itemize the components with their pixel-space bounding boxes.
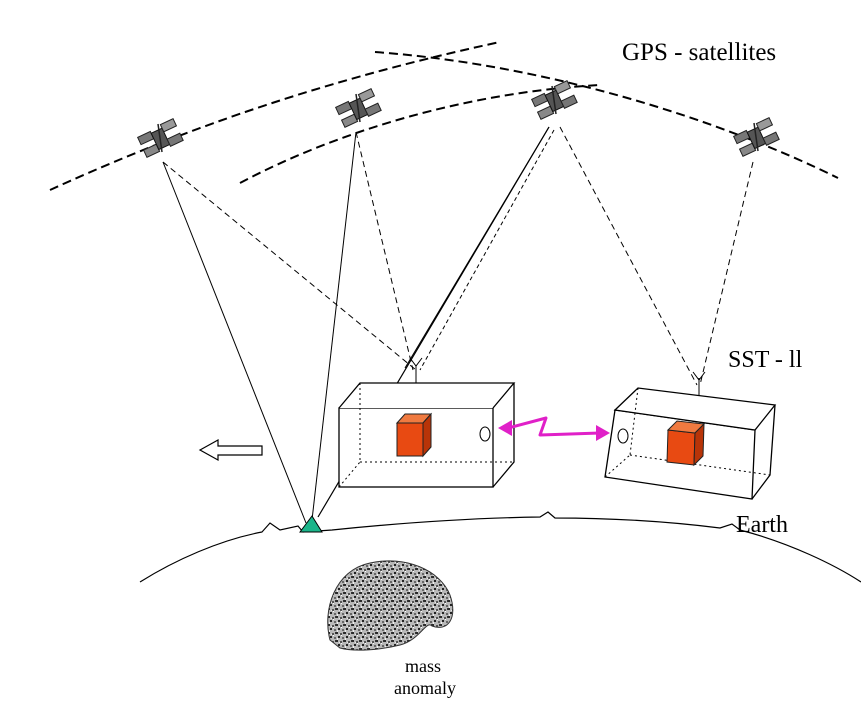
proof-mass-cube [395, 412, 433, 458]
signal-line [699, 161, 754, 386]
orbit-path [239, 84, 601, 184]
mass-anomaly-blob [327, 560, 454, 651]
signal-line [311, 131, 357, 521]
satellite-icon [334, 87, 382, 129]
proof-mass-cube [666, 420, 706, 467]
signal-line [419, 129, 555, 371]
satellite-icon [530, 79, 578, 121]
direction-arrow-icon [198, 438, 263, 462]
sst-label: SST - ll [728, 347, 803, 373]
signal-line [162, 161, 307, 524]
earth-label: Earth [736, 512, 788, 538]
satellite-icon [732, 116, 780, 158]
inter-satellite-link [498, 416, 610, 441]
mass-anomaly-label-line1: mass [405, 656, 441, 676]
antenna-icon [409, 357, 706, 397]
gps-satellites-label: GPS - satellites [622, 39, 776, 66]
earth-surface [139, 511, 861, 583]
gps-orbits [49, 41, 839, 191]
signal-line [559, 126, 698, 386]
signal-line [355, 131, 414, 371]
satellite-icon [136, 117, 184, 159]
mass-anomaly-label-line2: anomaly [394, 678, 456, 698]
signal-lines [162, 126, 754, 524]
orbit-path [374, 51, 839, 179]
ground-station-icon [299, 515, 323, 533]
signal-line [162, 161, 417, 371]
orbit-path [49, 41, 501, 191]
